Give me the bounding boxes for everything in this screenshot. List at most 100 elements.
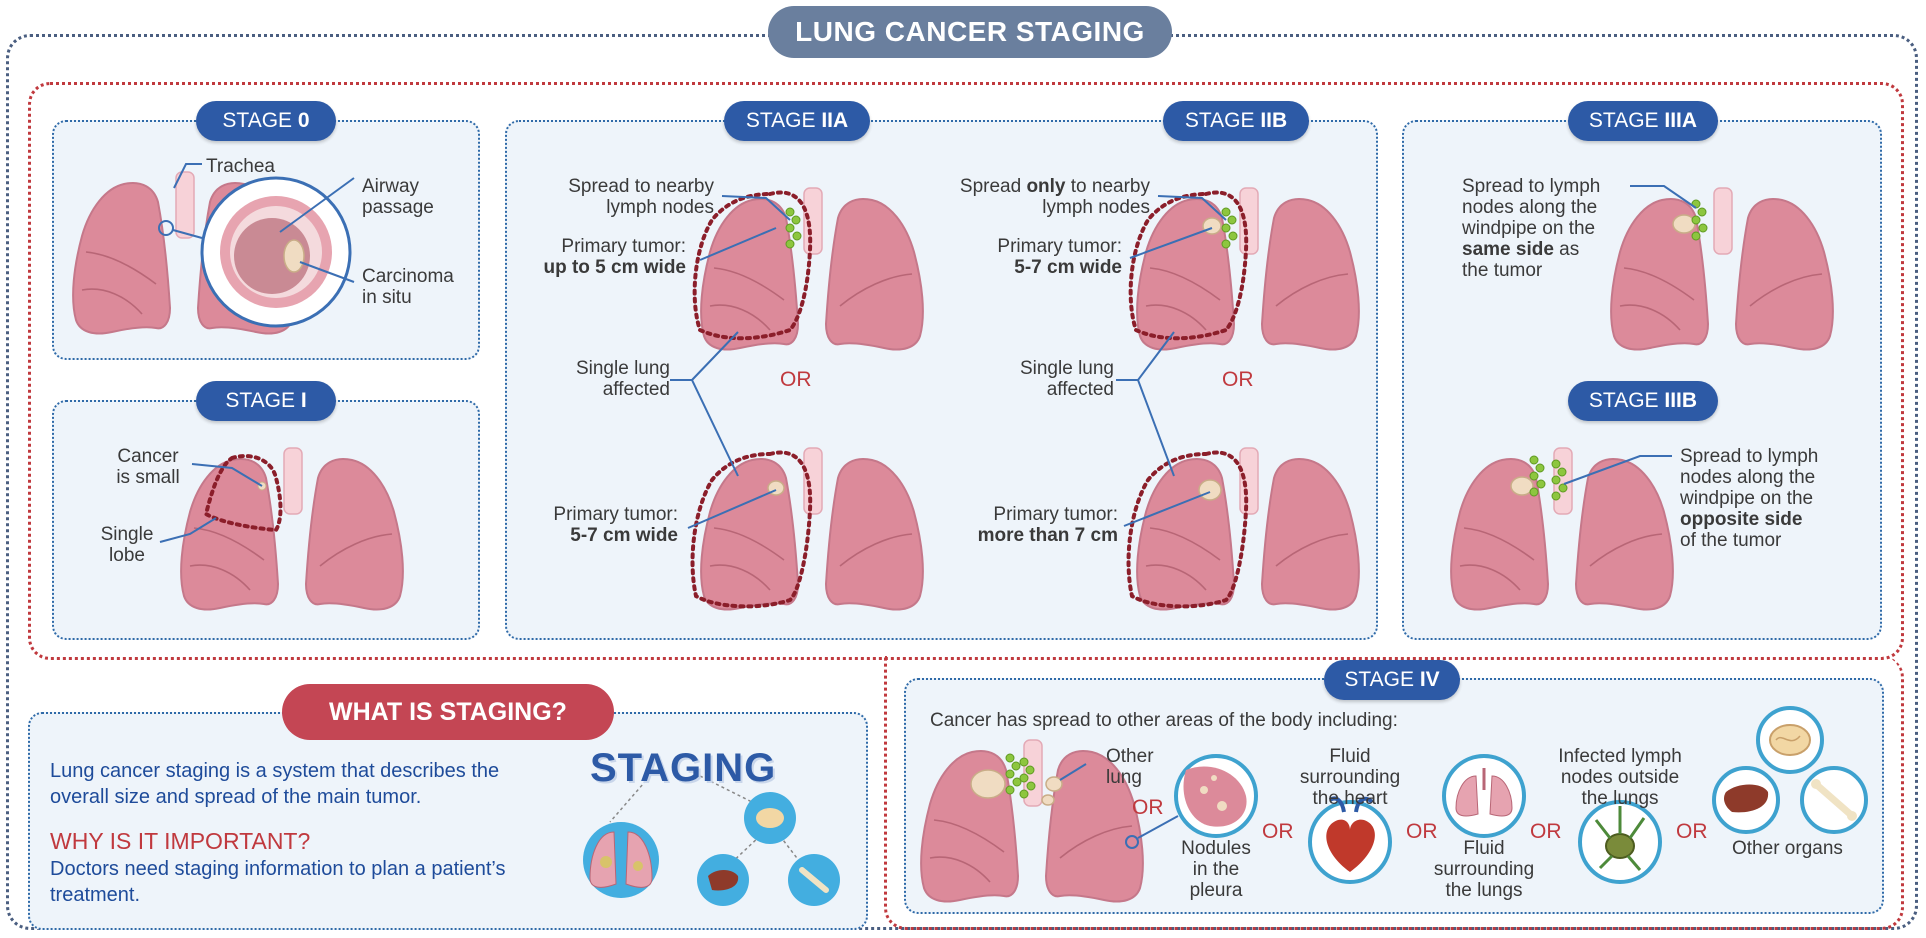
or-4: OR [1530,820,1562,843]
line: more than 7 cm [977,525,1118,546]
line: opposite side [1680,509,1803,530]
line: nodes outside [1560,767,1680,788]
stage-iv-badge: STAGE IV [1324,660,1460,700]
line: Spread only to nearby [916,176,1150,197]
iv-intro: Cancer has spread to other areas of the … [930,710,1398,731]
stage-badge-prefix: STAGE [222,109,298,132]
line: pleura [1189,880,1243,901]
line: Spread to lymph [1462,176,1601,197]
line: the tumor [1462,260,1543,281]
stage-badge-number: IIA [821,109,849,132]
heart-icon [1308,796,1392,884]
line: overall size and spread of the main tumo… [50,786,422,808]
line: the lungs [1581,788,1659,809]
stage-iib-lungs-bottom [1137,448,1359,610]
lobe-line-1: Single [100,524,154,545]
lobe-line-2: lobe [109,545,145,566]
or-5: OR [1676,820,1708,843]
iib-tumor-label: Primary tumor:5-7 cm wide [930,236,1122,278]
stage-badge-number: 0 [297,109,310,132]
stage-0-badge: STAGE 0 [196,101,336,141]
line: of the tumor [1680,530,1782,551]
iia-tumor-label: Primary tumor:up to 5 cm wide [500,236,686,278]
stage-badge-number: I [300,389,307,412]
carcinoma-line-2: in situ [362,287,412,308]
airway-line-2: passage [362,197,434,218]
line: Spread to nearby [568,176,714,197]
line: Fluid [1463,838,1505,859]
line: Primary tumor: [993,504,1118,525]
part: Spread [959,176,1027,197]
stage-badge-prefix: STAGE [225,389,301,412]
stage-badge-prefix: STAGE [1588,109,1665,132]
line: affected [1046,379,1114,400]
small-line-2: is small [116,467,180,488]
line: 5-7 cm wide [570,525,678,546]
staging-word: STAGING [590,746,777,790]
line: Other [1106,746,1154,767]
stage-iv-frame [884,656,1904,930]
stages-frame [28,82,1904,660]
stage-badge-number: IIIB [1664,389,1698,412]
stage-iib-badge: STAGE IIB [1163,101,1309,141]
line: surrounding [1299,767,1401,788]
pleura-nodules-icon [1174,754,1258,838]
stage-badge-number: IIB [1260,109,1288,132]
iia-or-label: OR [780,368,812,391]
line: Nodules [1181,838,1251,859]
line: Primary tumor: [561,236,686,257]
lymph-node-icon [1578,800,1662,884]
line: Lung cancer staging is a system that des… [50,760,500,782]
stage-iia-lungs-bottom [701,448,923,610]
what-is-staging-title: WHAT IS STAGING? [282,684,614,740]
stage-iiia-lungs [1611,188,1833,350]
line: in the [1192,859,1240,880]
stage-i-lungs [181,448,403,610]
stage-i-badge: STAGE I [196,381,336,421]
or-3: OR [1406,820,1438,843]
line: Doctors need staging information to plan… [50,858,506,880]
stage-iia-badge: STAGE IIA [724,101,870,141]
line: nodes along the [1462,197,1598,218]
trachea-label: Trachea [206,156,275,177]
part: to nearby [1065,176,1150,197]
liver-icon [1712,766,1780,834]
stage-iiib-badge: STAGE IIIB [1568,381,1718,421]
stage-iiia-badge: STAGE IIIA [1568,101,1718,141]
bone-icon [1800,766,1868,834]
line: 5-7 cm wide [1014,257,1122,278]
part-bold: same side [1462,239,1554,260]
line: Spread to lymph [1680,446,1819,467]
line: Single lung [1019,358,1114,379]
small-line-1: Cancer [117,446,179,467]
iib-tumor2-label: Primary tumor:more than 7 cm [930,504,1118,546]
brain-icon [1756,706,1824,774]
stage-badge-prefix: STAGE [1588,389,1665,412]
stage-badge-number: IIIA [1664,109,1698,132]
other-organs-label: Other organs [1732,838,1843,859]
part: as [1553,239,1580,260]
stage-badge-prefix: STAGE [745,109,822,132]
line: lymph nodes [606,197,714,218]
stage-iib-lungs-top [1137,188,1359,350]
stage-badge-prefix: STAGE [1344,668,1420,691]
line: Single lung [575,358,670,379]
staging-illustration [583,775,840,906]
line: Primary tumor: [997,236,1122,257]
airway-line-1: Airway [362,176,420,197]
iia-tumor2-label: Primary tumor:5-7 cm wide [500,504,678,546]
line: affected [602,379,670,400]
or-2: OR [1262,820,1294,843]
line: the heart [1312,788,1388,809]
